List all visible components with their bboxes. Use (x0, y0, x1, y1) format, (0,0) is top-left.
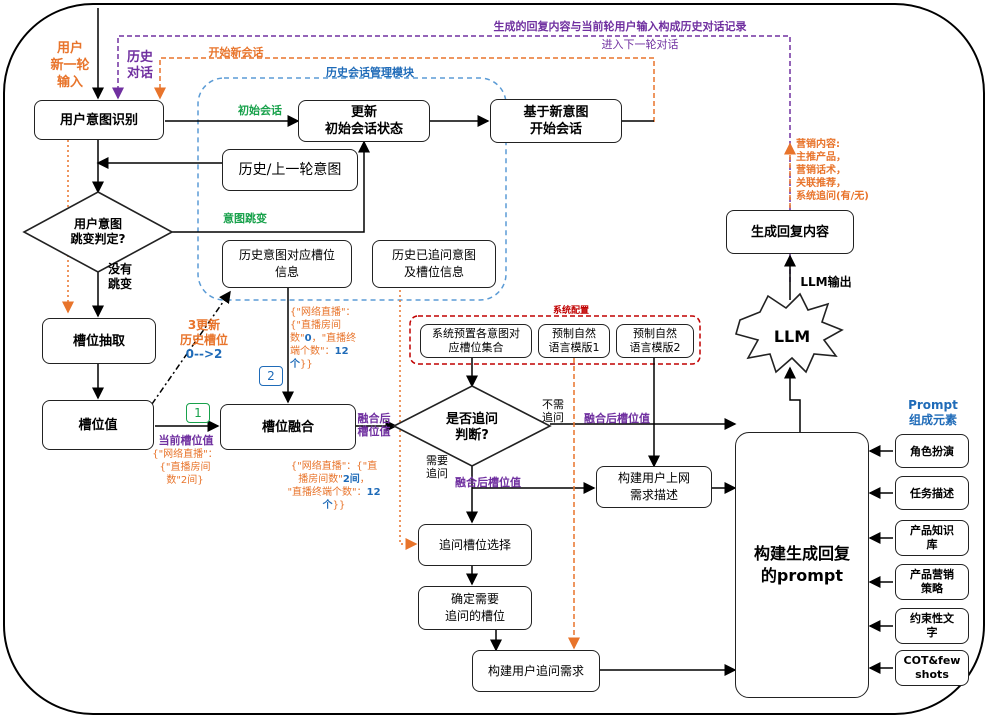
asked-info-node: 历史已追问意图 及槽位信息 (372, 240, 496, 288)
intent-jump-arrow (172, 140, 370, 233)
prompt-to-llm (784, 366, 801, 432)
llm-output-label: LLM输出 (800, 275, 852, 289)
history-module-frame (197, 77, 507, 301)
module-label: 历史会话管理模块 (326, 66, 414, 79)
merged-slot-label-2: 融合后槽位值 (584, 412, 650, 425)
history-intent-node: 历史/上一轮意图 (222, 149, 358, 191)
prompt-elements-label: Prompt 组成元素 (908, 398, 958, 427)
need-ask-text: 是否追问 判断? (445, 412, 498, 443)
constraint-node: 约束性文 字 (895, 608, 969, 644)
build-desc-node: 构建用户上网 需求描述 (596, 466, 712, 508)
current-slot-value: {"网络直播"： {"直播房间 数"2间} (152, 449, 218, 486)
history-dialog-label: 历史 对话 (126, 50, 153, 81)
sys-slots-node: 系统预置各意图对 应槽位集合 (420, 324, 532, 358)
sys-config-label: 系统配置 (552, 306, 589, 316)
step-badge-1: 1 (186, 403, 210, 423)
step-badge-2: 2 (259, 366, 283, 386)
intent-jump-label: 意图跳变 (223, 212, 267, 225)
slot-extract-node: 槽位抽取 (42, 318, 156, 364)
start-new-arrow (154, 57, 655, 122)
build-ask-node: 构建用户追问需求 (472, 650, 600, 692)
kb-node: 产品知识 库 (895, 520, 969, 556)
template1-node: 预制自然 语言模版1 (538, 324, 610, 358)
system-config-frame (409, 315, 701, 365)
task-node: 任务描述 (895, 476, 969, 510)
merged-slot-label-1: 融合后 槽位值 (357, 412, 391, 438)
history-slot-info-node: 历史意图对应槽位 信息 (222, 240, 352, 288)
history-slot-value: {"网络直播"： {"直播房间 数"0，"直播终 端个数"：12个}} (290, 307, 357, 370)
user-new-input-label: 用户 新一轮 输入 (50, 41, 90, 90)
next-round-label: 进入下一轮对话 (601, 38, 679, 51)
judge-jump-diamond (22, 191, 174, 273)
update-slot-label: 3更新 历史槽位 (179, 318, 228, 347)
template2-node: 预制自然 语言模版2 (616, 324, 694, 358)
llm-burst (735, 292, 844, 374)
ask-select-node: 追问槽位选择 (418, 524, 532, 566)
outer-frame (3, 3, 985, 715)
llm-text: LLM (773, 327, 811, 346)
update-state-node: 更新 初始会话状态 (298, 100, 430, 142)
slot-value-node: 槽位值 (42, 400, 154, 450)
slot-merge-node: 槽位融合 (220, 404, 356, 450)
marketing-label: 营销内容: 主推产品， 营销话术， 关联推荐， 系统追问(有/无) (796, 139, 869, 202)
need-ask-label: 需要 追问 (426, 454, 448, 480)
top-record-label: 生成的回复内容与当前轮用户输入构成历史对话记录 (493, 20, 747, 33)
role-node: 角色扮演 (895, 434, 969, 468)
cot-node: COT&few shots (895, 650, 969, 686)
init-session-label: 初始会话 (238, 104, 282, 117)
current-slot-label: 当前槽位值 (158, 434, 214, 447)
no-need-label: 不需 追问 (542, 398, 564, 424)
need-ask-diamond (392, 385, 552, 467)
start-new-label: 开始新会话 (208, 46, 264, 59)
merged-slot-label-3: 融合后槽位值 (455, 476, 521, 489)
no-jump-label: 没有 跳变 (107, 262, 132, 291)
judge-jump-text: 用户意图 跳变判定? (70, 217, 126, 246)
gen-reply-node: 生成回复内容 (726, 210, 854, 254)
update-slot-value: 0-->2 (185, 347, 223, 361)
merged-slot-value: {"网络直播"：{"直 播房间数"2间， "直播终端个数"：12个}} (287, 461, 381, 511)
confirm-slot-node: 确定需要 追问的槽位 (418, 586, 532, 630)
intent-recognition-node: 用户意图识别 (34, 100, 164, 140)
build-prompt-node: 构建生成回复 的prompt (735, 432, 869, 698)
new-session-node: 基于新意图 开始会话 (490, 99, 622, 143)
update-slot-arrow (151, 290, 231, 405)
strategy-node: 产品营销 策略 (895, 564, 969, 600)
